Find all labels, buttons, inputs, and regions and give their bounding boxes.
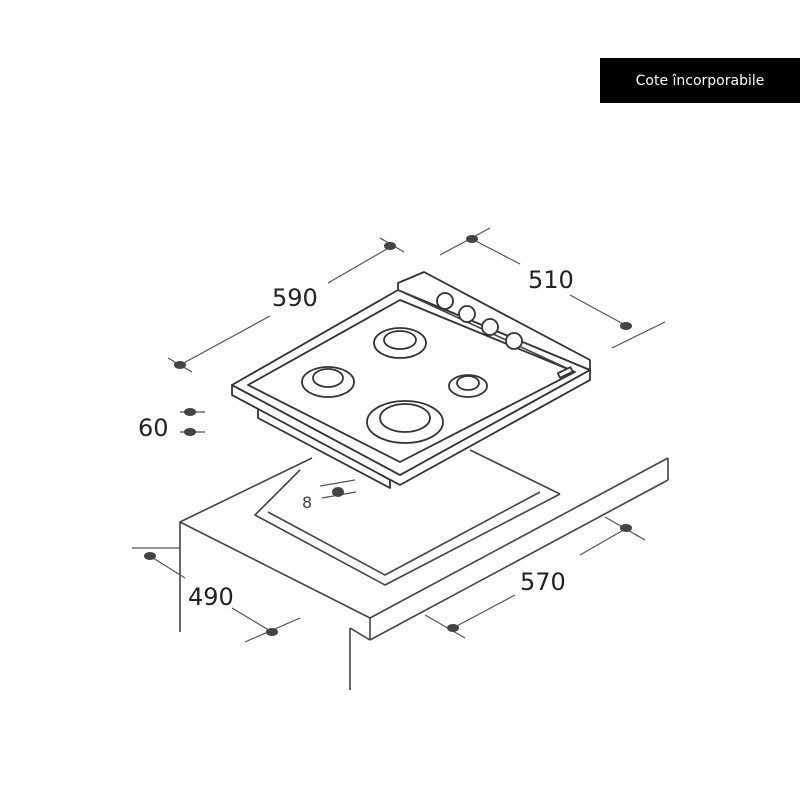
dimension-590: 590 xyxy=(167,237,405,373)
dimension-8: 8 xyxy=(302,479,357,512)
cutout xyxy=(254,469,561,586)
dimension-label: 510 xyxy=(528,266,574,294)
knob xyxy=(505,332,523,350)
burner-front xyxy=(366,400,444,444)
dimension-490: 490 xyxy=(132,547,301,643)
burner-right xyxy=(448,374,488,398)
dimension-510: 510 xyxy=(439,227,666,349)
title-badge: Cote încorporabile xyxy=(600,58,800,103)
knob xyxy=(458,305,476,323)
countertop xyxy=(179,449,669,690)
dimension-label: 8 xyxy=(302,493,312,512)
dimension-60: 60 xyxy=(138,408,205,442)
dimension-label: 60 xyxy=(138,414,169,442)
dimension-label: 490 xyxy=(188,583,234,611)
burner-left xyxy=(301,366,355,398)
gas-hob xyxy=(231,271,591,489)
dimension-570: 570 xyxy=(424,516,646,639)
dimension-label: 570 xyxy=(520,568,566,596)
dimension-label: 590 xyxy=(272,284,318,312)
knob xyxy=(436,292,454,310)
knob xyxy=(481,318,499,336)
burner-rear xyxy=(373,327,427,359)
control-knobs xyxy=(436,292,523,350)
